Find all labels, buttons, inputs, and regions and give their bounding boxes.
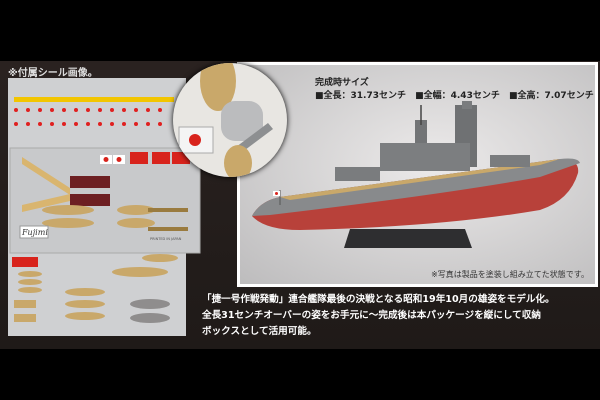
display-stand: [344, 229, 472, 248]
dimension-length: ■全長：31.73センチ: [315, 91, 406, 101]
deck-wood: [280, 159, 560, 200]
fujimi-logo: Fujimi: [21, 228, 48, 237]
size-title: 完成時サイズ: [315, 78, 369, 88]
decal-red-dots: [14, 108, 162, 126]
photo-note: ※写真は製品を塗装し組み立てた状態です。: [431, 270, 589, 279]
battleship-model: [252, 101, 580, 248]
caption-line: 全長31センチオーバーの姿をお手元に～完成後は本パッケージを縦にして収納: [202, 310, 541, 321]
assembled-model-photo: 完成時サイズ ■全長：31.73センチ ■全幅：4.43センチ ■全高：7.07…: [237, 62, 598, 287]
decal-closeup-magnifier: [173, 63, 287, 177]
decal-yellow-stripe: [14, 97, 174, 102]
dimension-width: ■全幅：4.43センチ: [415, 91, 500, 101]
dimensions-list: ■全長：31.73センチ ■全幅：4.43センチ ■全高：7.07センチ: [315, 88, 595, 101]
caption-line: 「捷一号作戦発動」連合艦隊最後の決戦となる昭和19年10月の雄姿をモデル化。: [202, 294, 555, 305]
product-description: 「捷一号作戦発動」連合艦隊最後の決戦となる昭和19年10月の雄姿をモデル化。 全…: [202, 292, 555, 340]
printed-note: PRINTED IN JAPAN: [150, 237, 182, 241]
dimension-height: ■全高：7.07センチ: [508, 91, 594, 101]
rising-sun-flags: [130, 152, 190, 164]
caption-line: ボックスとして活用可能。: [202, 326, 317, 337]
hull-gray: [252, 158, 580, 216]
decal-section-title: ※付属シール画像。: [8, 68, 98, 79]
